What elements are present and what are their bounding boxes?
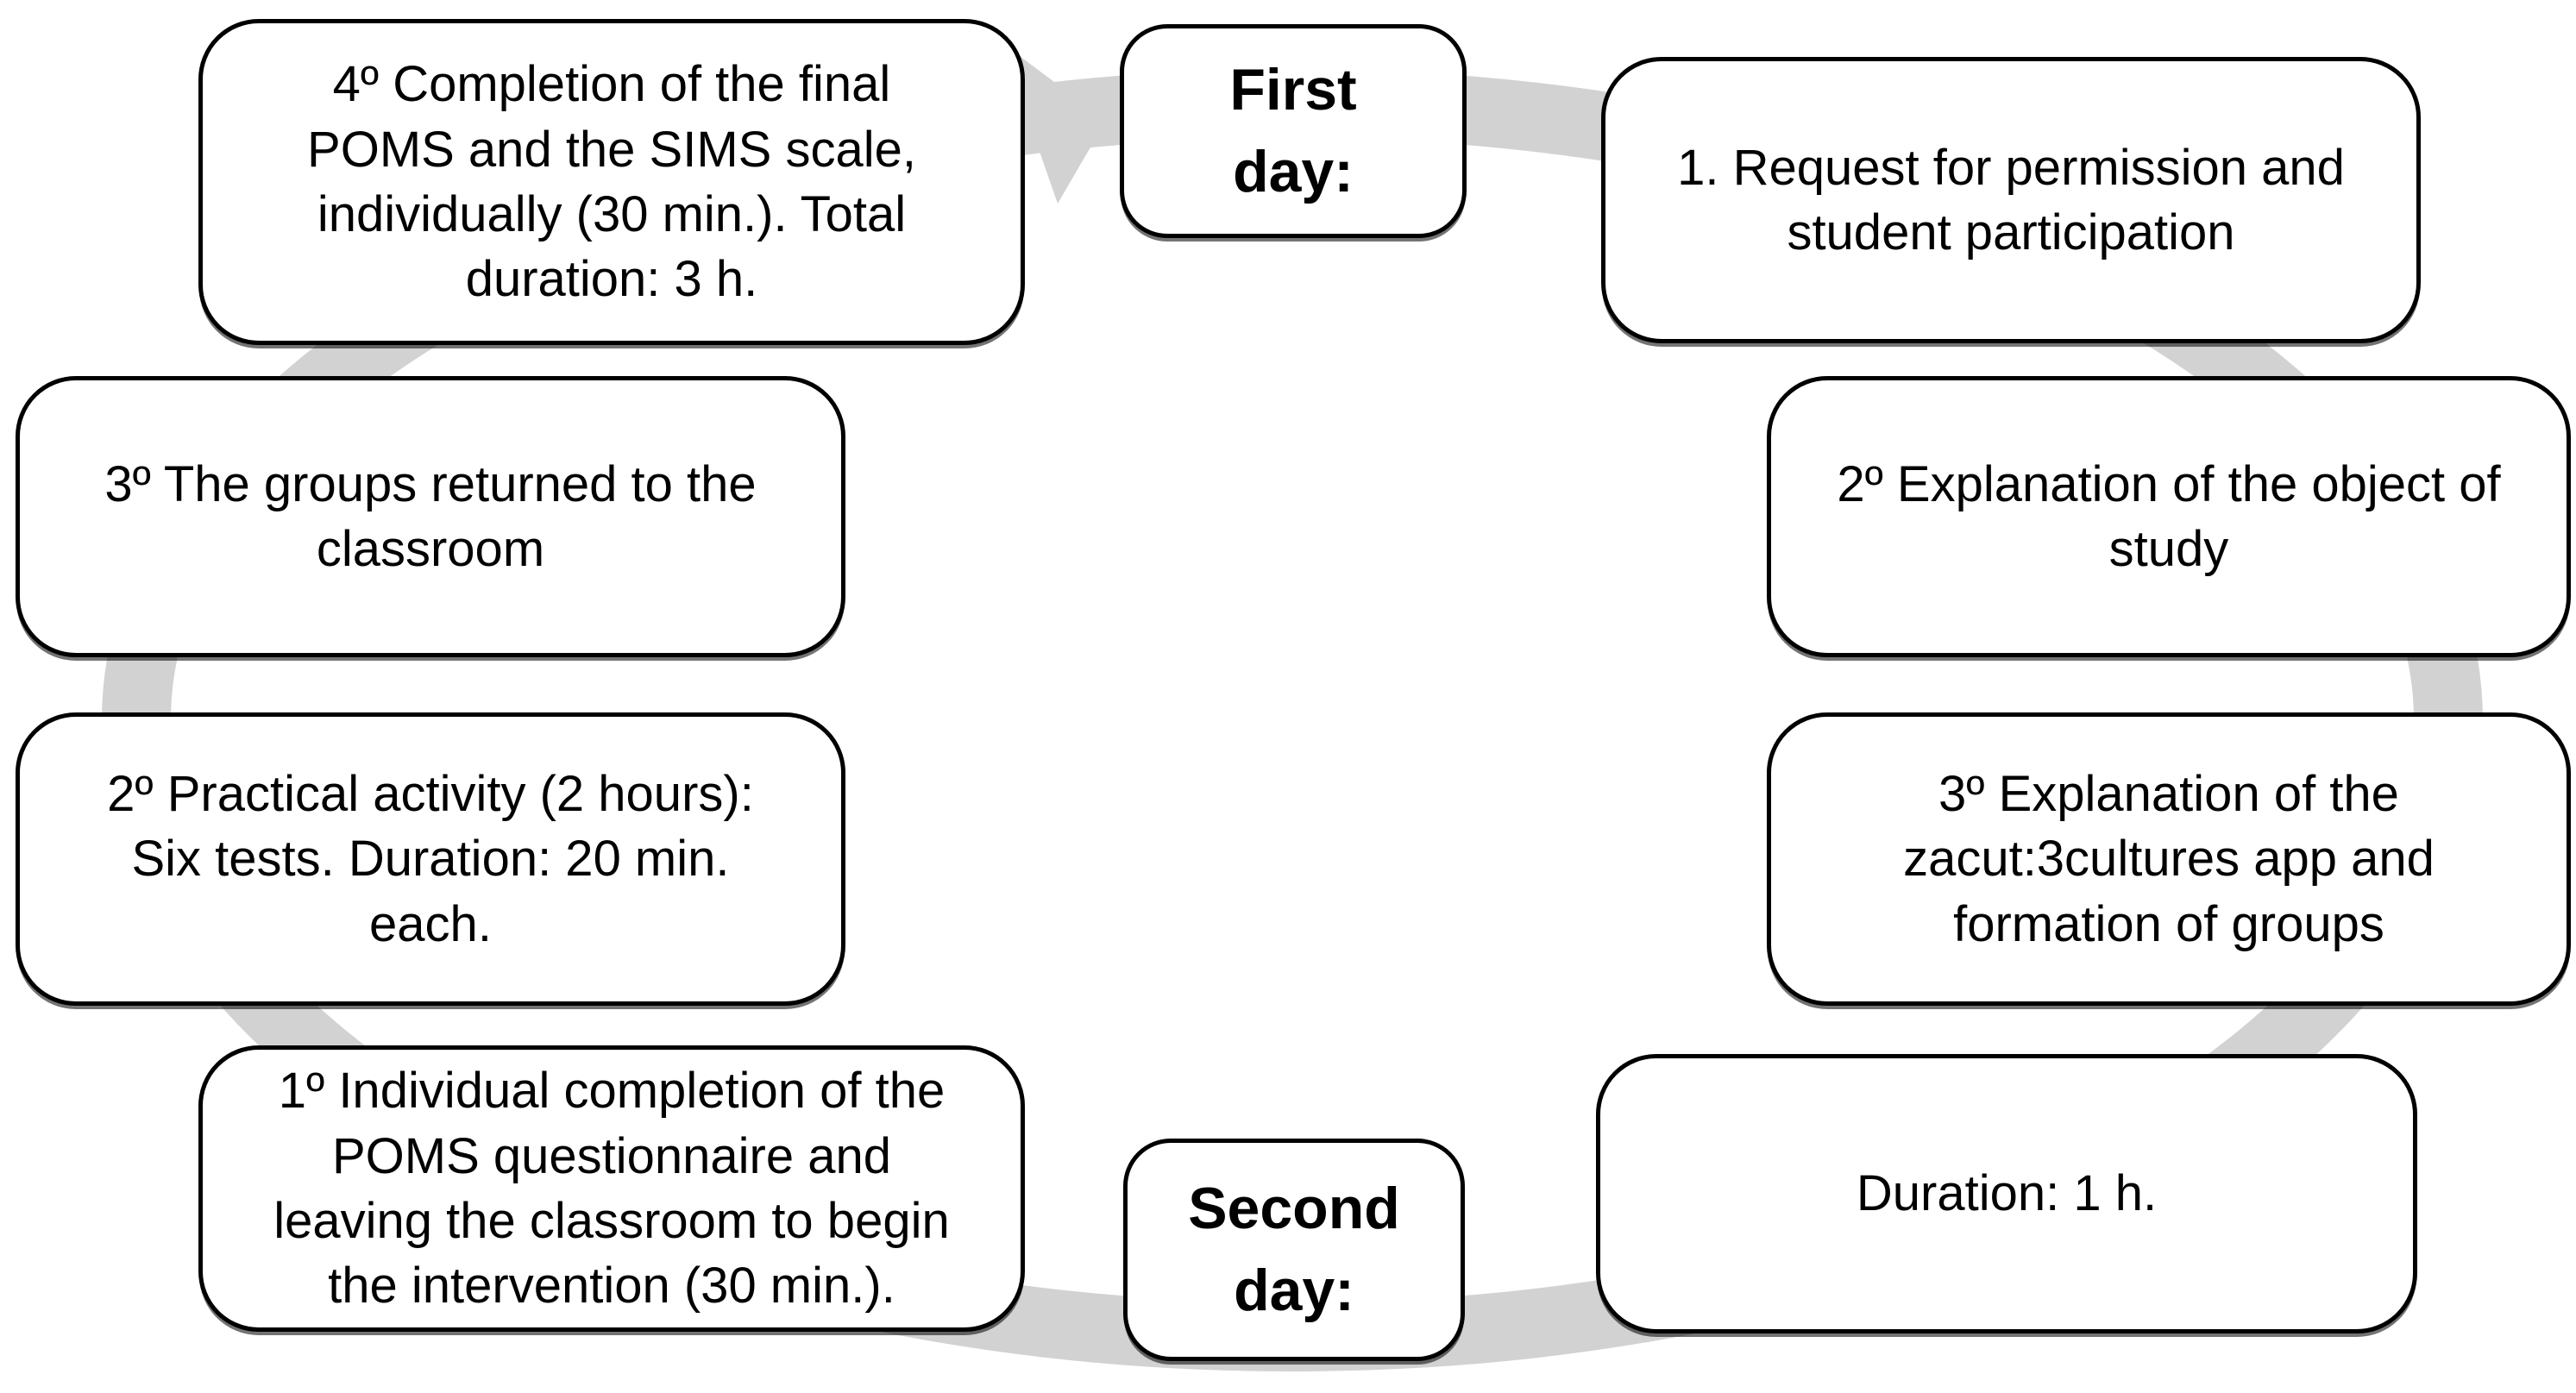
day-label-first: First day:: [1120, 24, 1467, 238]
step-box-groups-returned: 3º The groups returned to the classroom: [16, 376, 845, 657]
step-explanation-object-text: 2º Explanation of the object of study: [1837, 455, 2501, 577]
step-explanation-app-text: 3º Explanation of the zacut:3cultures ap…: [1903, 765, 2435, 952]
step-box-request-permission: 1. Request for permission and student pa…: [1601, 57, 2421, 343]
step-box-duration: Duration: 1 h.: [1596, 1054, 2417, 1333]
step-practical-activity-text: 2º Practical activity (2 hours): Six tes…: [107, 765, 754, 952]
clockwise-arrow-head-icon: [1002, 43, 1106, 204]
step-box-explanation-object: 2º Explanation of the object of study: [1767, 376, 2571, 657]
step-final-poms-text: 4º Completion of the final POMS and the …: [307, 56, 916, 308]
day-label-second-text: Second day:: [1188, 1175, 1400, 1323]
step-box-final-poms: 4º Completion of the final POMS and the …: [198, 19, 1025, 345]
step-box-explanation-app: 3º Explanation of the zacut:3cultures ap…: [1767, 712, 2571, 1006]
day-label-second: Second day:: [1123, 1139, 1465, 1361]
step-poms-individual-text: 1º Individual completion of the POMS que…: [273, 1063, 950, 1315]
step-box-practical-activity: 2º Practical activity (2 hours): Six tes…: [16, 712, 845, 1006]
step-duration-text: Duration: 1 h.: [1856, 1165, 2158, 1222]
step-box-poms-individual: 1º Individual completion of the POMS que…: [198, 1045, 1025, 1332]
step-request-permission-text: 1. Request for permission and student pa…: [1677, 139, 2345, 260]
step-groups-returned-text: 3º The groups returned to the classroom: [104, 455, 757, 577]
day-label-first-text: First day:: [1229, 56, 1357, 204]
